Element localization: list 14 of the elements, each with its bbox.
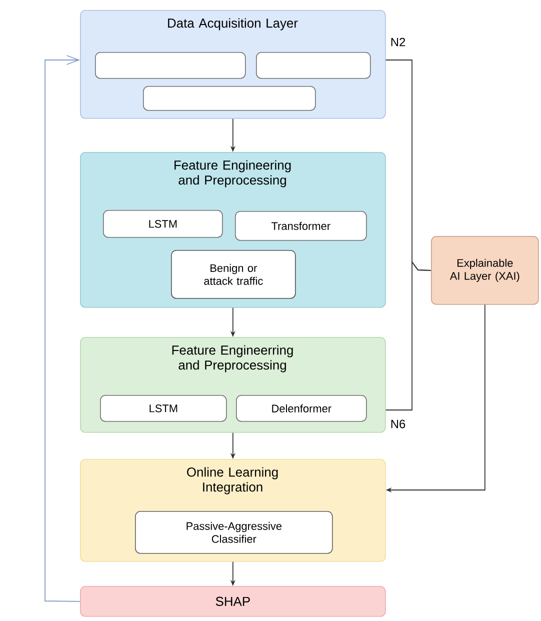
component-box: Passive-Aggressive Classifier: [135, 511, 333, 554]
component-box: LSTM: [100, 395, 227, 422]
component-box: [95, 52, 246, 79]
arrow: [44, 55, 80, 602]
component-box: LSTM: [103, 210, 223, 238]
component-box: Delenformer: [236, 395, 367, 422]
component-box: Benign or attack traffic: [171, 250, 296, 299]
edge-label: N2: [389, 36, 407, 48]
component-box: [256, 52, 371, 79]
component-box: Transformer: [235, 211, 367, 241]
shap-box: SHAP: [80, 586, 386, 617]
component-box: [143, 86, 316, 111]
edge-label: N6: [389, 418, 407, 430]
xai-layer-box: Explainable AI Layer (XAI): [431, 236, 539, 305]
